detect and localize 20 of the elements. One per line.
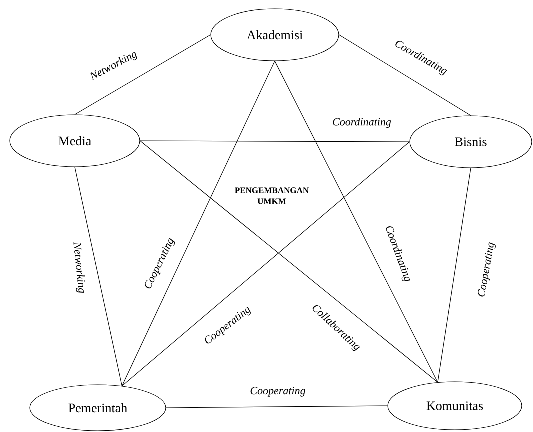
connector-line [140,140,410,142]
connector-line [274,61,438,383]
edge-label: Cooperating [250,386,306,398]
ellipse-node: Pemerintah [30,384,166,432]
ellipse-node: Akademisi [210,8,340,62]
connector-line [166,406,388,408]
edge-label: Coordinating [332,118,392,128]
ellipse-node: Bisnis [410,116,532,168]
connector-line [122,61,276,387]
connector-line [122,142,410,387]
connector-line [140,140,438,383]
connector-line [74,34,211,115]
connector-line [74,167,122,387]
connector-line [438,168,472,383]
center-title: PENGEMBANGAN UMKM [235,188,309,204]
ellipse-node: Media [10,114,140,168]
connector-line [339,34,472,116]
edge-label: Networking [70,241,88,295]
ellipse-node: Komunitas [388,382,522,430]
edge-label: Cooperating [476,241,498,299]
